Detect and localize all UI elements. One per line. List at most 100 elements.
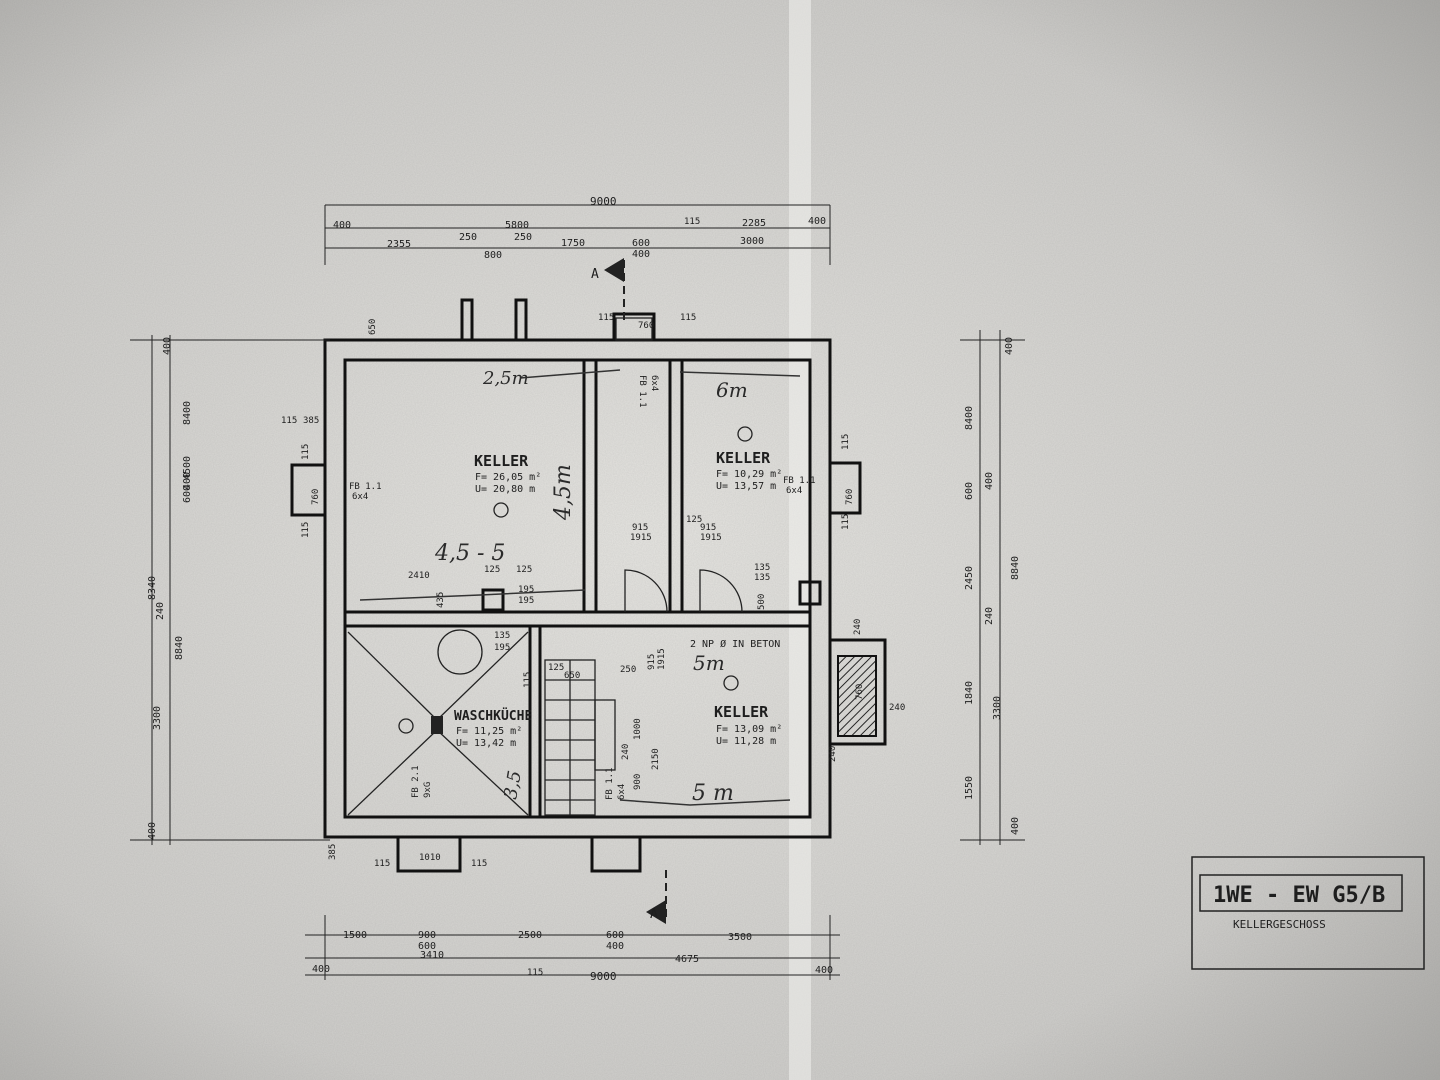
svg-text:400: 400 (632, 249, 650, 260)
svg-text:9000: 9000 (590, 970, 617, 983)
handwritten-notes: 2,5m 4,5m 4,5 - 5 6m 5m 3,5 5 m (359, 368, 801, 806)
svg-text:250: 250 (620, 665, 636, 675)
svg-text:800: 800 (484, 250, 502, 261)
svg-text:115: 115 (374, 859, 390, 869)
svg-text:2285: 2285 (742, 218, 766, 229)
svg-text:115: 115 (684, 217, 700, 227)
floor-drain-icon (723, 675, 739, 691)
room-name: KELLER (714, 703, 769, 721)
svg-text:115: 115 (841, 434, 851, 450)
svg-text:600: 600 (606, 930, 624, 941)
window-labels: FB 1.1 6x4 FB 1.1 6x4 FB 1.1 6x4 FB 2.1 … (349, 375, 816, 800)
beton-note: 2 NP Ø IN BETON (690, 638, 780, 650)
project-code: 1WE - EW G5/B (1213, 883, 1385, 908)
svg-text:125: 125 (484, 565, 500, 575)
svg-text:435: 435 (436, 592, 446, 608)
svg-text:760: 760 (845, 489, 855, 505)
svg-text:8400: 8400 (964, 406, 975, 430)
svg-text:1915: 1915 (700, 533, 722, 543)
svg-text:600: 600 (964, 482, 975, 500)
svg-text:2450: 2450 (964, 566, 975, 590)
room-keller-1: KELLER F= 26,05 m² U= 20,80 m (474, 452, 541, 518)
room-name: KELLER (474, 452, 529, 470)
svg-text:6x4: 6x4 (617, 784, 627, 800)
svg-text:115: 115 (281, 416, 297, 426)
svg-text:FB 1.1: FB 1.1 (605, 767, 615, 800)
svg-text:500: 500 (757, 594, 767, 610)
svg-text:240: 240 (621, 744, 631, 760)
svg-text:195: 195 (518, 585, 534, 595)
outer-walls (290, 298, 887, 873)
svg-text:900: 900 (633, 774, 643, 790)
section-marker-bottom: A (646, 870, 667, 924)
svg-text:A: A (650, 907, 658, 922)
svg-text:250: 250 (459, 232, 477, 243)
svg-text:2150: 2150 (651, 748, 661, 770)
left-dimension-labels: 400 8400 4500 600 400 8340 240 8840 3300… (147, 337, 193, 840)
room-keller-2: KELLER F= 10,29 m² U= 13,57 m (716, 426, 782, 492)
svg-text:400: 400 (1004, 337, 1015, 355)
dimension-lines (130, 204, 1025, 980)
svg-text:135: 135 (754, 563, 770, 573)
svg-text:600: 600 (418, 941, 436, 952)
svg-text:125: 125 (548, 663, 564, 673)
svg-text:FB 2.1: FB 2.1 (411, 765, 421, 798)
room-area: F= 11,25 m² (456, 726, 522, 737)
svg-text:400: 400 (606, 941, 624, 952)
svg-text:4500: 4500 (182, 456, 193, 480)
svg-text:6x4: 6x4 (786, 486, 802, 496)
svg-text:650: 650 (368, 319, 378, 335)
svg-text:8840: 8840 (1010, 556, 1021, 580)
svg-text:1915: 1915 (630, 533, 652, 543)
svg-text:9000: 9000 (590, 195, 617, 208)
svg-text:5m: 5m (693, 651, 725, 675)
svg-text:115: 115 (598, 313, 614, 323)
svg-text:1550: 1550 (964, 776, 975, 800)
room-waschkueche: WASCHKÜCHE F= 11,25 m² U= 13,42 m (398, 708, 532, 749)
svg-text:1750: 1750 (561, 238, 585, 249)
svg-text:3300: 3300 (152, 706, 163, 730)
svg-text:2410: 2410 (408, 571, 430, 581)
svg-text:1915: 1915 (657, 648, 667, 670)
svg-text:915: 915 (632, 523, 648, 533)
svg-text:915: 915 (647, 654, 657, 670)
svg-text:400: 400 (162, 337, 173, 355)
svg-text:125: 125 (686, 515, 702, 525)
svg-text:5800: 5800 (505, 220, 529, 231)
room-name: WASCHKÜCHE (454, 708, 532, 724)
room-area: F= 26,05 m² (475, 472, 541, 483)
svg-text:3300: 3300 (992, 696, 1003, 720)
svg-text:A: A (591, 267, 599, 282)
svg-text:115: 115 (680, 313, 696, 323)
room-name: KELLER (716, 449, 771, 467)
svg-text:115: 115 (841, 514, 851, 530)
svg-text:2500: 2500 (518, 930, 542, 941)
svg-text:6m: 6m (716, 378, 748, 402)
svg-text:3500: 3500 (728, 932, 752, 943)
svg-text:135: 135 (754, 573, 770, 583)
svg-text:600: 600 (632, 238, 650, 249)
svg-text:400: 400 (147, 822, 158, 840)
svg-text:4,5 - 5: 4,5 - 5 (434, 541, 505, 566)
svg-text:900: 900 (418, 930, 436, 941)
svg-text:8340: 8340 (147, 576, 158, 600)
svg-text:1000: 1000 (633, 718, 643, 740)
floor-drain-icon (493, 502, 509, 518)
svg-text:400: 400 (1010, 817, 1021, 835)
svg-text:400: 400 (333, 220, 351, 231)
svg-text:240: 240 (828, 746, 838, 762)
svg-text:4,5m: 4,5m (551, 464, 576, 521)
section-marker-top: A (591, 258, 625, 320)
room-keller-3: KELLER F= 13,09 m² U= 11,28 m (714, 675, 782, 747)
svg-text:FB 1.1: FB 1.1 (349, 482, 382, 492)
svg-text:400: 400 (312, 964, 330, 975)
svg-text:2,5m: 2,5m (482, 368, 529, 389)
svg-text:385: 385 (303, 416, 319, 426)
bottom-dimension-labels: 1500 900 2500 600 3500 600 400 400 3410 … (312, 844, 833, 983)
title-block: 1WE - EW G5/B KELLERGESCHOSS (1191, 856, 1425, 970)
svg-text:9xG: 9xG (423, 782, 433, 798)
floor-drain-icon (737, 426, 753, 442)
room-perimeter: U= 13,42 m (456, 738, 516, 749)
svg-text:400: 400 (808, 216, 826, 227)
